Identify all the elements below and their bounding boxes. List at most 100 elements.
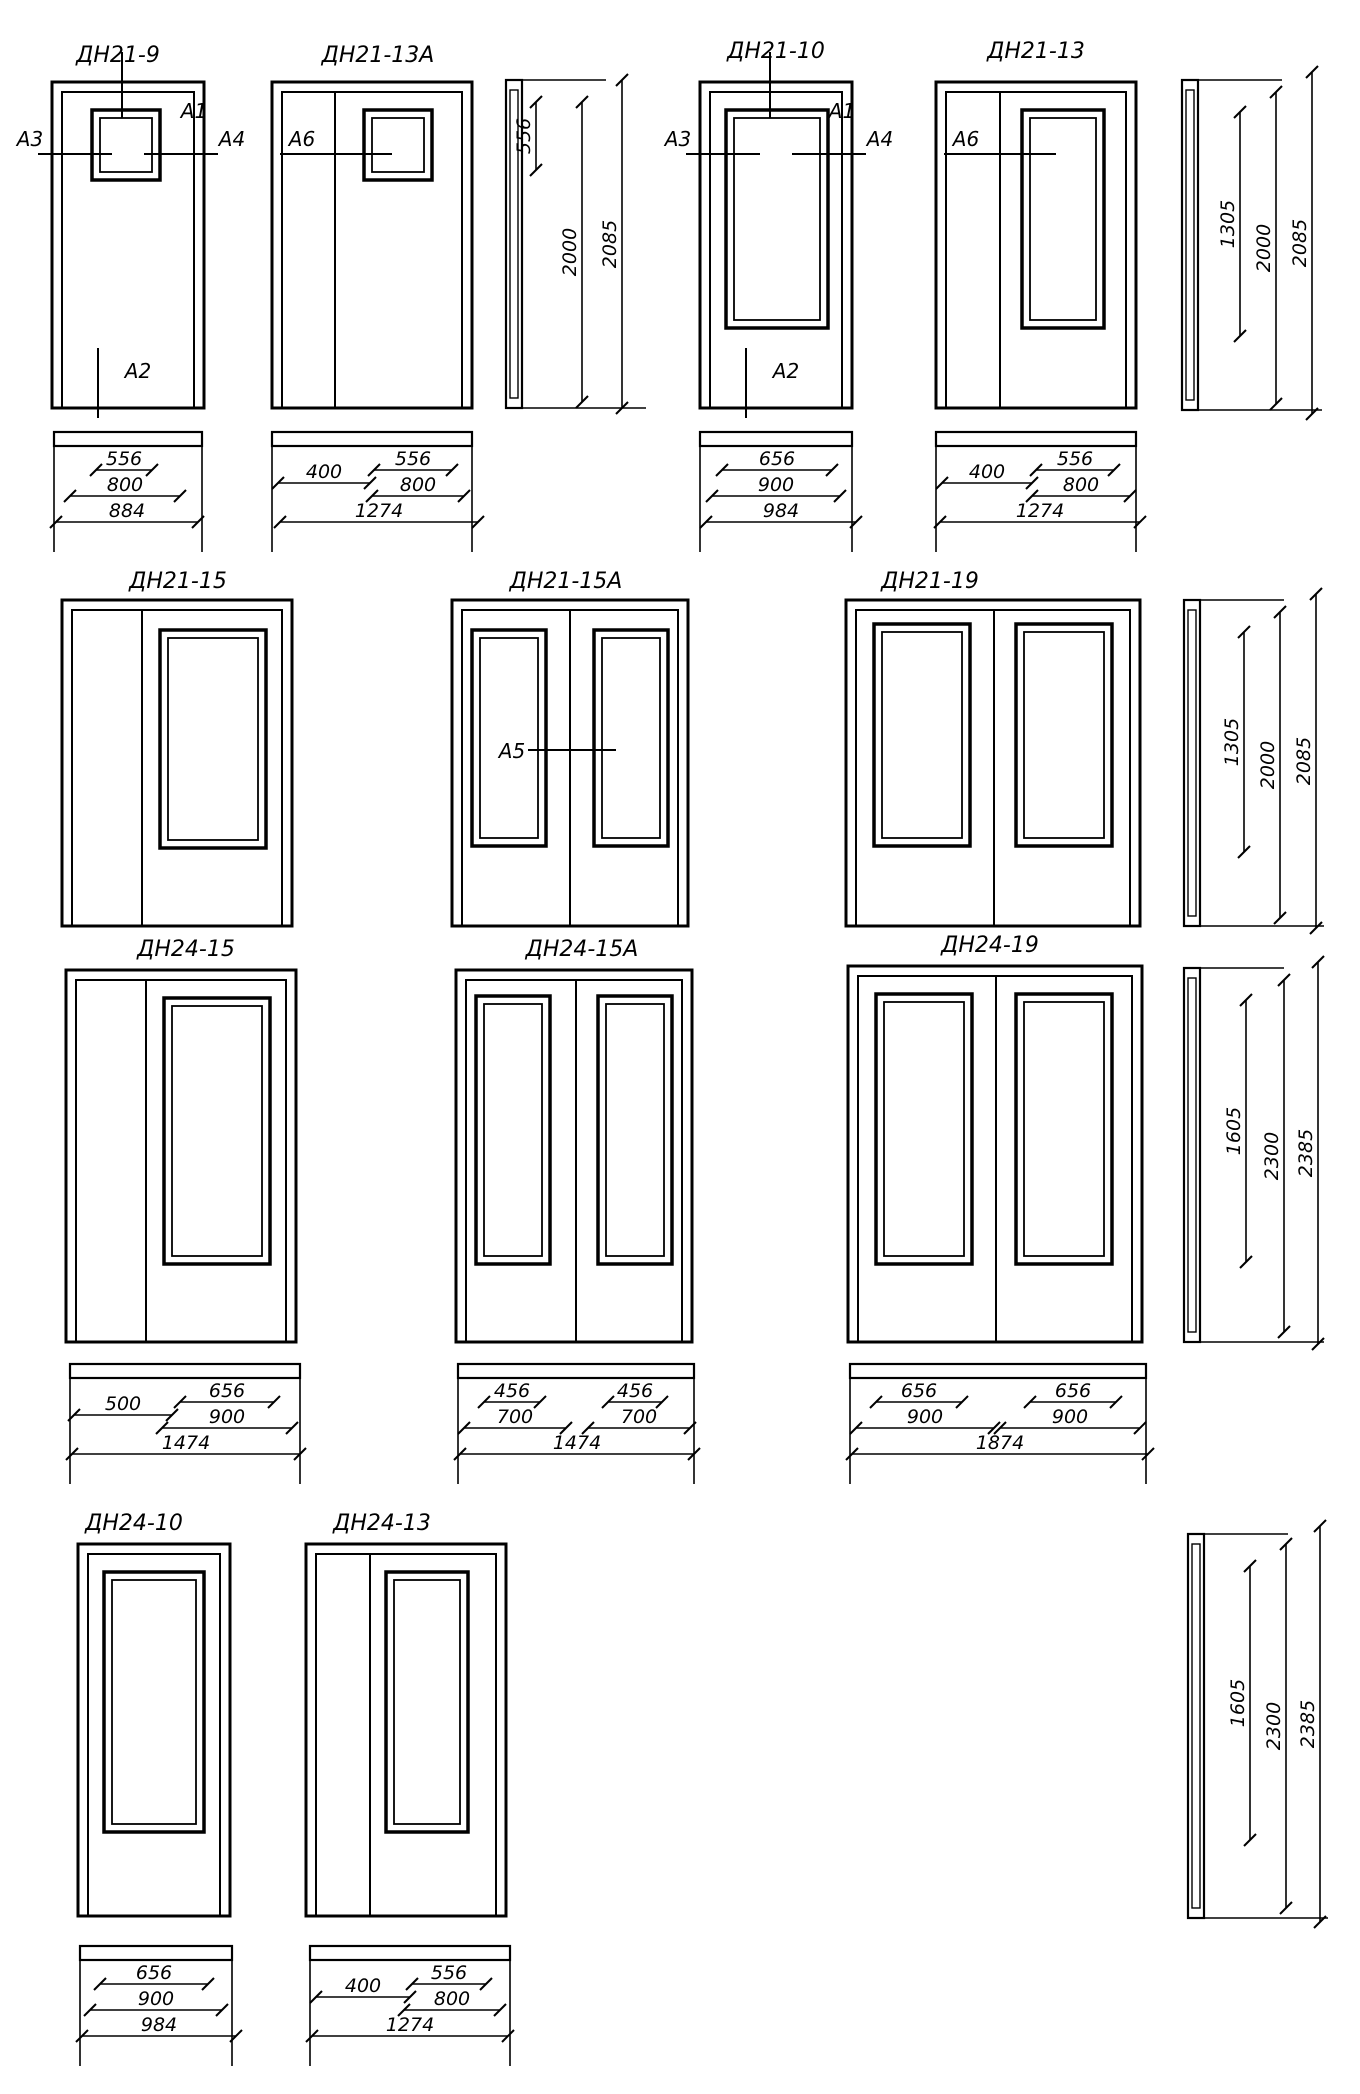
door-leaf-outline: [87, 1553, 221, 1917]
glazing-inner: [1023, 1001, 1105, 1257]
dimension-tick: [705, 489, 719, 503]
dimension-tick: [201, 1977, 215, 1991]
door-frame: [76, 1542, 232, 1918]
section-leaf: [1187, 977, 1197, 1333]
dimension-tick: [1269, 85, 1283, 99]
dimension-clear: 656: [759, 448, 795, 470]
dimension-leaf: 800: [434, 1988, 470, 2010]
dimension-tick: [1233, 329, 1247, 343]
height-dimension: 2085: [599, 220, 621, 268]
dimension-tick: [1269, 397, 1283, 411]
dimension-overall: 1474: [162, 1432, 210, 1454]
section-leaf: [1187, 609, 1197, 917]
dimension-tick: [1133, 515, 1147, 529]
glazing-pane: [90, 108, 162, 182]
dimension-tick: [67, 1408, 81, 1422]
dimension-tick: [849, 515, 863, 529]
dimension-tick: [453, 1447, 467, 1461]
dimension-tick: [1141, 1447, 1155, 1461]
dimension-tick: [501, 2029, 515, 2043]
dimension-tick: [397, 2003, 411, 2017]
dimension-tick: [405, 1977, 419, 1991]
dimension-tick: [75, 2029, 89, 2043]
dimension-tick: [825, 463, 839, 477]
dimension-tick: [173, 1395, 187, 1409]
dimension-tick: [1133, 1421, 1147, 1435]
dimension-tick: [1279, 1901, 1293, 1915]
dimension-tick: [471, 515, 485, 529]
dimension-leaf_right: 900: [1052, 1406, 1088, 1428]
dimension-tick: [987, 1421, 1001, 1435]
dimension-tick: [1023, 1395, 1037, 1409]
dimension-overall: 984: [141, 2014, 177, 2036]
dimension-tick: [271, 476, 285, 490]
dimension-tick: [65, 1447, 79, 1461]
dimension-tick: [145, 463, 159, 477]
dimension-clear: 556: [431, 1962, 467, 1984]
dimension-tick: [1277, 973, 1291, 987]
dimension-tick: [285, 1421, 299, 1435]
plan-frame: [934, 430, 1138, 448]
glazing-pane: [474, 994, 552, 1266]
dimension-tick: [1305, 407, 1319, 421]
dimension-overall: 1274: [386, 2014, 434, 2036]
dimension-overall: 1474: [553, 1432, 601, 1454]
glazing-inner: [601, 637, 661, 839]
height-dimension: 2085: [1293, 737, 1315, 785]
dimension-tick: [575, 395, 589, 409]
dimension-tick: [1107, 463, 1121, 477]
dimension-tick: [1237, 845, 1251, 859]
dimension-tick: [403, 1990, 417, 2004]
dimension-fixed: 500: [105, 1393, 141, 1415]
dimension-tick: [457, 489, 471, 503]
dimension-tick: [1313, 1519, 1327, 1533]
door-code-label: ДН21-15: [128, 569, 227, 594]
dimension-clear: 556: [106, 448, 142, 470]
height-dimension: 1305: [1221, 718, 1243, 766]
dimension-tick: [715, 463, 729, 477]
door-leaf-outline: [465, 979, 683, 1343]
dimension-tick: [1311, 1337, 1325, 1351]
glazing-inner: [1029, 117, 1097, 321]
section-frame: [1182, 966, 1202, 1344]
door-dn24-10: ДН24-10: [76, 1511, 232, 1918]
section-leaf: [1185, 89, 1195, 401]
dimension-tick: [267, 1395, 281, 1409]
dimension-tick: [493, 2003, 507, 2017]
callout-a2: А2: [771, 359, 799, 383]
glazing-inner: [111, 1579, 197, 1825]
door-leaf-outline: [71, 609, 283, 927]
door-code-label: ДН24-15: [136, 937, 235, 962]
glazing-pane: [874, 992, 974, 1266]
dimension-fixed: 400: [969, 461, 1005, 483]
glazing-pane: [592, 628, 670, 848]
dimension-tick: [1109, 1395, 1123, 1409]
section-frame: [1186, 1532, 1206, 1920]
dimension-tick: [683, 1421, 697, 1435]
dimension-tick: [1279, 1537, 1293, 1551]
glazing-pane: [596, 994, 674, 1266]
dimension-tick: [869, 1395, 883, 1409]
plan-frame: [698, 430, 854, 448]
glazing-pane: [384, 1570, 470, 1834]
glazing-pane: [724, 108, 830, 330]
height-dimension: 2300: [1263, 1702, 1285, 1750]
glazing-inner: [99, 117, 153, 173]
dimension-tick: [1277, 1325, 1291, 1339]
dimension-tick: [173, 489, 187, 503]
dimension-tick: [155, 1421, 169, 1435]
dimension-tick: [655, 1395, 669, 1409]
section-frame: [504, 78, 524, 410]
glazing-inner: [479, 637, 539, 839]
